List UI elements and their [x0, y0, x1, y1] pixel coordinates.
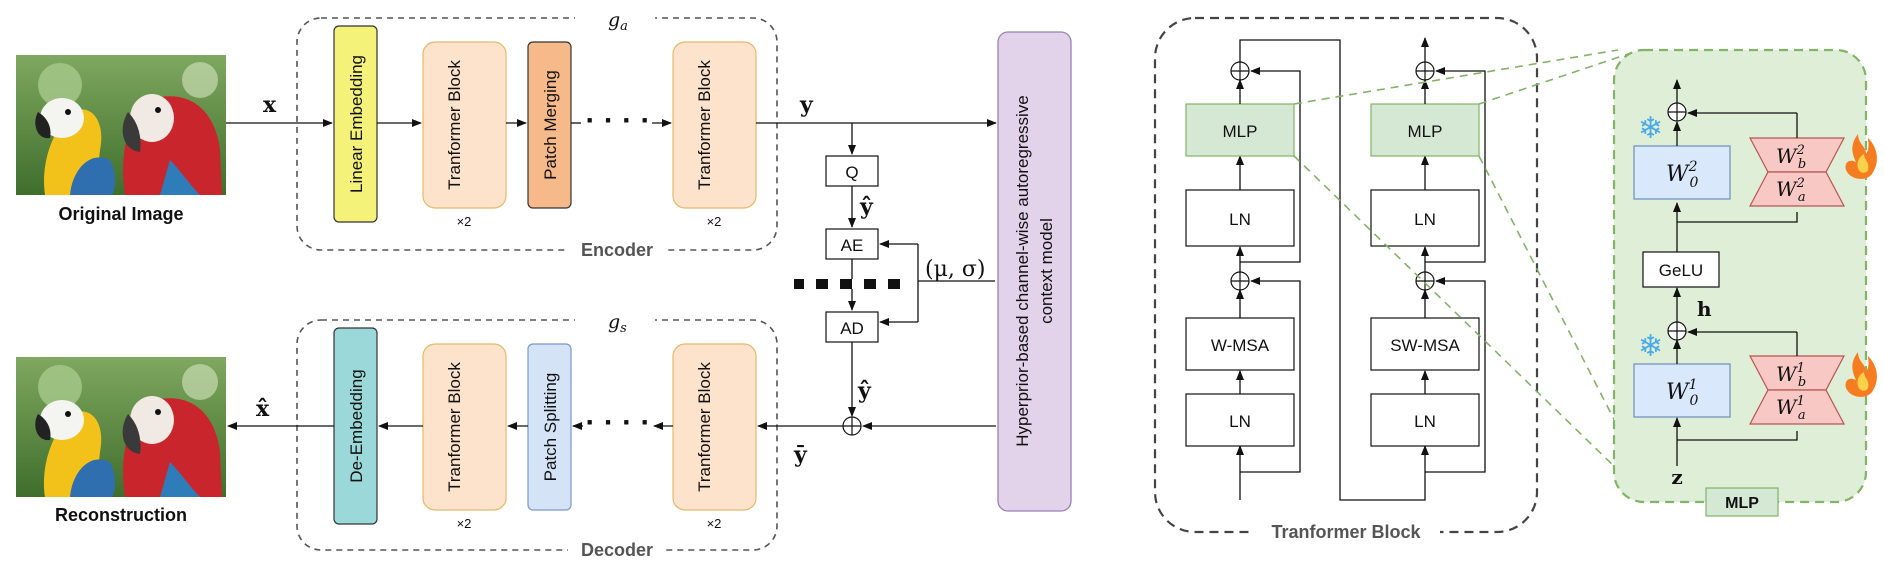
original-image	[16, 55, 226, 195]
patch-merging-box: Patch Merging	[527, 41, 572, 209]
right-mlp: MLP	[1370, 103, 1480, 157]
right-sw-msa: SW-MSA	[1370, 317, 1480, 371]
svg-text:MLP: MLP	[1223, 122, 1258, 141]
svg-text:SW-MSA: SW-MSA	[1390, 336, 1460, 355]
encoder-rep-1: ×2	[457, 214, 472, 229]
svg-text:Tranformer Block: Tranformer Block	[445, 362, 464, 492]
right-sum-2	[1415, 61, 1435, 81]
decoder-rep-2: ×2	[707, 516, 722, 531]
encoder-g-label: ga	[608, 9, 628, 34]
left-sum-1	[1230, 271, 1250, 291]
svg-text:AE: AE	[841, 236, 864, 255]
reconstruction-image	[16, 357, 226, 497]
decoder-transformer-block-2: Tranformer Block	[672, 343, 757, 511]
svg-text:Hyperprior-based channel-wise: Hyperprior-based channel-wise autoregres…	[1013, 95, 1032, 447]
symbol-h: h	[1697, 297, 1712, 321]
svg-text:AD: AD	[840, 319, 864, 338]
flame-icon	[1845, 134, 1877, 179]
svg-text:Patch Splitting: Patch Splitting	[541, 373, 560, 482]
encoder-transformer-block-1: Tranformer Block	[422, 41, 507, 209]
right-sum-1	[1415, 271, 1435, 291]
svg-text:MLP: MLP	[1725, 495, 1759, 512]
symbol-y: y	[799, 92, 814, 118]
symbol-x-hat: x̂	[256, 396, 270, 422]
symbol-z: z	[1671, 465, 1682, 489]
svg-text:MLP: MLP	[1408, 122, 1443, 141]
transformer-block-frame	[1153, 16, 1539, 534]
arithmetic-encoder-box: AE	[825, 228, 879, 260]
svg-text:LN: LN	[1414, 412, 1436, 431]
encoder-section-label: Encoder	[581, 240, 653, 260]
transformer-block-title: Tranformer Block	[1271, 522, 1421, 542]
symbol-x: x	[263, 92, 277, 118]
mlp-detail-title: MLP	[1705, 487, 1779, 517]
svg-text:context model: context model	[1037, 218, 1056, 324]
decoder-g-label: gs	[608, 311, 627, 336]
svg-text:W2a: W2a	[1776, 176, 1806, 205]
quantizer-box: Q	[825, 155, 879, 187]
svg-text:Patch Merging: Patch Merging	[541, 70, 560, 180]
left-ln-top: LN	[1185, 189, 1295, 247]
encoder-frame	[296, 17, 778, 251]
svg-text:Q: Q	[845, 163, 858, 182]
svg-text:GeLU: GeLU	[1659, 261, 1703, 280]
encoder-transformer-block-2: Tranformer Block	[672, 41, 757, 209]
decoder-dots: · · · ·	[586, 406, 651, 439]
right-ln-top: LN	[1370, 189, 1480, 247]
right-ln-bottom: LN	[1370, 393, 1480, 447]
svg-text:W10: W10	[1666, 377, 1699, 409]
left-mlp: MLP	[1185, 103, 1295, 157]
de-embedding-box: De-Embedding	[333, 327, 378, 525]
decoder-rep-1: ×2	[457, 516, 472, 531]
encoder-dots: · · · ·	[586, 104, 651, 137]
svg-text:LN: LN	[1414, 210, 1436, 229]
arithmetic-decoder-box: AD	[825, 311, 879, 343]
mlp-sum-1	[1667, 321, 1687, 341]
svg-text:De-Embedding: De-Embedding	[347, 369, 366, 482]
context-model-box: Hyperprior-based channel-wise autoregres…	[997, 31, 1072, 512]
svg-text:W-MSA: W-MSA	[1211, 336, 1270, 355]
bitstream	[794, 279, 910, 289]
reconstruction-caption: Reconstruction	[55, 505, 187, 525]
left-ln-bottom: LN	[1185, 393, 1295, 447]
snowflake-icon: ❄	[1638, 330, 1663, 363]
svg-text:W20: W20	[1666, 159, 1699, 191]
svg-text:Linear Embedding: Linear Embedding	[347, 55, 366, 193]
mlp-sum-2	[1667, 102, 1687, 122]
symbol-mu-sigma: (μ, σ)	[925, 257, 985, 282]
decoder-section-label: Decoder	[581, 540, 653, 560]
linear-embedding-box: Linear Embedding	[333, 25, 378, 223]
original-image-caption: Original Image	[58, 204, 183, 224]
snowflake-icon: ❄	[1638, 112, 1663, 145]
patch-splitting-box: Patch Splitting	[527, 343, 572, 511]
svg-text:W1a: W1a	[1776, 394, 1806, 423]
left-to-right-connection	[1239, 39, 1429, 501]
svg-text:Tranformer Block: Tranformer Block	[695, 362, 714, 492]
decoder-sum-node	[842, 416, 862, 436]
svg-text:Tranformer Block: Tranformer Block	[695, 60, 714, 190]
encoder-rep-2: ×2	[707, 214, 722, 229]
gelu-box: GeLU	[1642, 251, 1720, 288]
flame-icon	[1845, 352, 1877, 397]
svg-text:Tranformer Block: Tranformer Block	[445, 60, 464, 190]
symbol-y-bar: ȳ	[793, 442, 808, 468]
decoder-frame	[296, 319, 778, 551]
zoom-lines	[1293, 49, 1641, 471]
decoder-transformer-block-1: Tranformer Block	[422, 343, 507, 511]
svg-text:LN: LN	[1229, 412, 1251, 431]
left-w-msa: W-MSA	[1185, 317, 1295, 371]
svg-text:W2b: W2b	[1776, 143, 1806, 172]
svg-text:LN: LN	[1229, 210, 1251, 229]
left-sum-2	[1230, 61, 1250, 81]
svg-text:W1b: W1b	[1776, 361, 1806, 390]
symbol-y-hat: ŷ	[859, 194, 874, 220]
symbol-y-hat-decoded: ŷ	[857, 378, 872, 404]
